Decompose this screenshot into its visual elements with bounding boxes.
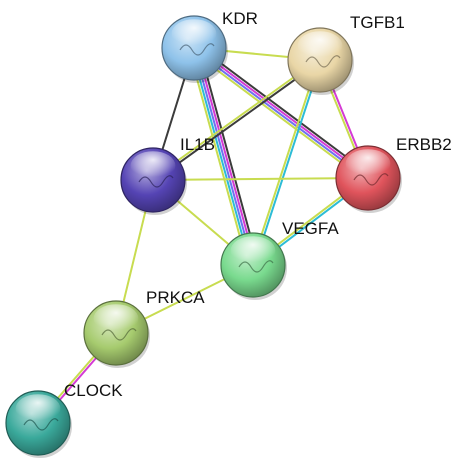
edge-strand xyxy=(192,48,369,181)
edge-strand xyxy=(253,59,323,267)
node-highlight xyxy=(345,149,391,179)
edge-tgfb1-vegfa xyxy=(250,58,323,267)
node-label-clock: CLOCK xyxy=(64,381,123,400)
node-highlight xyxy=(130,151,176,181)
node-highlight xyxy=(93,304,139,333)
edge-strand xyxy=(195,43,372,176)
nodes-layer xyxy=(5,15,402,458)
node-highlight xyxy=(15,394,61,423)
edge-strand xyxy=(190,47,252,267)
node-erbb2[interactable] xyxy=(335,145,402,213)
node-label-vegfa: VEGFA xyxy=(282,219,339,238)
edge-kdr-erbb2 xyxy=(190,43,372,183)
edge-tgfb1-il1b xyxy=(151,57,322,183)
node-il1b[interactable] xyxy=(120,147,187,215)
node-label-il1b: IL1B xyxy=(180,135,215,154)
edge-strand xyxy=(193,45,370,178)
edge-strand xyxy=(152,177,369,181)
edge-strand xyxy=(152,60,322,183)
edge-strand xyxy=(187,48,249,268)
node-highlight xyxy=(230,236,276,265)
node-highlight xyxy=(171,19,217,48)
edge-kdr-vegfa xyxy=(187,45,260,268)
node-clock[interactable] xyxy=(5,390,72,458)
node-prkca[interactable] xyxy=(83,300,150,368)
node-kdr[interactable] xyxy=(161,15,228,83)
edge-strand xyxy=(195,46,257,266)
node-vegfa[interactable] xyxy=(220,232,287,300)
edge-il1b-erbb2 xyxy=(152,177,369,181)
edge-strand xyxy=(151,57,321,180)
edge-strand xyxy=(250,58,320,266)
node-label-prkca: PRKCA xyxy=(146,288,205,307)
node-highlight xyxy=(297,31,343,60)
edge-strand xyxy=(193,47,254,266)
node-label-tgfb1: TGFB1 xyxy=(350,13,405,32)
edge-strand xyxy=(198,45,260,265)
node-tgfb1[interactable] xyxy=(287,27,354,95)
node-label-kdr: KDR xyxy=(222,9,258,28)
edge-strand xyxy=(190,50,367,183)
node-label-erbb2: ERBB2 xyxy=(396,135,452,154)
